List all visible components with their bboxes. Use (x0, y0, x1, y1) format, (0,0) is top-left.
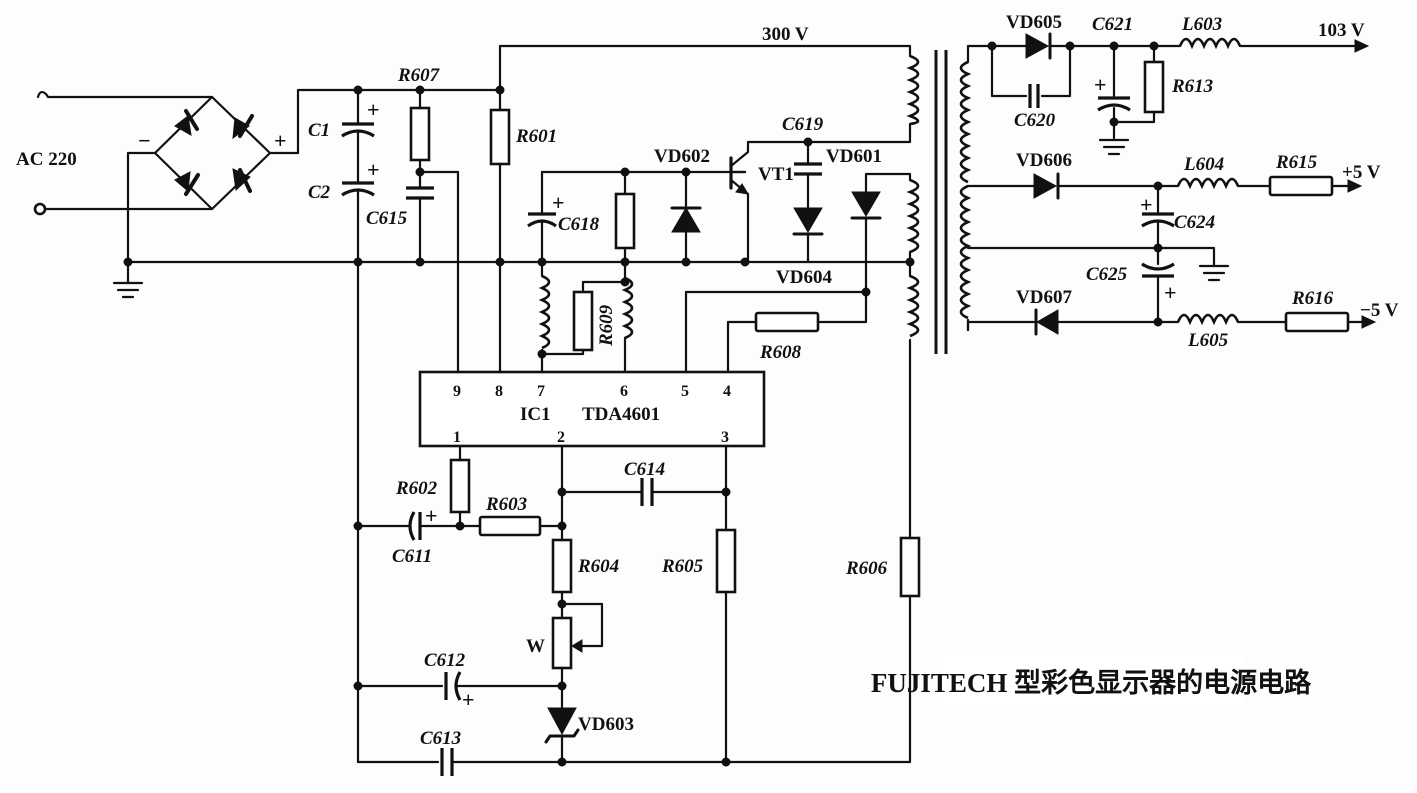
r605-label: R605 (661, 556, 704, 577)
ground-symbol-left (112, 260, 144, 299)
diagram-title: FUJITECH 型彩色显示器的电源电路 (871, 656, 1311, 704)
pin-8: 8 (495, 383, 503, 400)
r607-label: R607 (397, 65, 441, 86)
ic-part-label: TDA4601 (582, 404, 660, 425)
vd607-label: VD607 (1016, 287, 1072, 308)
l603-label: L603 (1181, 14, 1222, 35)
capacitor-c611: + C611 (353, 503, 462, 567)
out-103v-label: 103 V (1318, 20, 1365, 41)
capacitor-c614: C614 (560, 459, 731, 506)
c611-label: C611 (392, 546, 432, 567)
capacitor-c615: C615 (366, 170, 434, 264)
r602-label: R602 (395, 478, 438, 499)
c615-label: C615 (366, 208, 408, 229)
out-minus5v-label: −5 V (1360, 300, 1399, 321)
c1-label: C1 (308, 120, 330, 141)
r603-label: R603 (485, 494, 527, 515)
rail-300v-label: 300 V (762, 24, 809, 45)
c618-label: C618 (558, 214, 600, 235)
r609-label: R609 (596, 304, 617, 347)
resistor-r602: R602 (395, 444, 471, 531)
c624-plus: + (1140, 192, 1153, 217)
pin-1: 1 (453, 429, 461, 446)
capacitor-c612: + C612 (353, 650, 564, 712)
r616-label: R616 (1291, 288, 1334, 309)
out-plus5v-label: +5 V (1342, 162, 1381, 183)
c621-label: C621 (1092, 14, 1133, 35)
resistor-r608: R608 (726, 311, 820, 382)
diode-vd604: VD604 (776, 207, 832, 288)
r613-label: R613 (1171, 76, 1213, 97)
diode-vd602: VD602 (654, 146, 710, 264)
vd605-label: VD605 (1006, 12, 1062, 33)
vt1-label: VT1 (758, 164, 794, 185)
coil-and-r609: R609 (537, 260, 634, 382)
resistor-r601: R601 (489, 44, 912, 382)
vd603-label: VD603 (578, 714, 634, 735)
r608-label: R608 (759, 342, 802, 363)
bridge-minus-sign: − (138, 128, 151, 153)
pin-9: 9 (453, 383, 461, 400)
ic1-tda4601: 9 8 7 6 5 4 1 2 3 IC1 TDA4601 (418, 370, 766, 448)
ac-input: AC 220 (16, 90, 214, 216)
ic-ref-label: IC1 (520, 404, 551, 425)
bridge-rectifier: − + (126, 88, 502, 264)
c612-plus: + (462, 687, 475, 712)
bridge-plus-sign: + (274, 128, 287, 153)
c611-plus: + (425, 503, 438, 528)
vd606-label: VD606 (1016, 150, 1072, 171)
r604-label: R604 (577, 556, 619, 577)
vd602-label: VD602 (654, 146, 710, 167)
resistor-r606: R606 (845, 338, 921, 598)
c625-plus: + (1164, 280, 1177, 305)
resistor-r603: R603 (458, 494, 567, 537)
c614-label: C614 (624, 459, 665, 480)
c612-label: C612 (424, 650, 466, 671)
r601-label: R601 (515, 126, 557, 147)
output-minus5v: VD607 L605 R616 −5 V (966, 287, 1399, 351)
secondary-center-tap: + C625 (966, 243, 1230, 324)
transistor-vt1: VT1 (729, 140, 810, 264)
c625-label: C625 (1086, 264, 1128, 285)
capacitor-c1-c2: + + C1 C2 (308, 88, 380, 764)
resistor-unlabeled (614, 170, 636, 264)
pin-2: 2 (557, 429, 565, 446)
pin-6: 6 (620, 383, 628, 400)
r606-label: R606 (845, 558, 888, 579)
vd601-label: VD601 (826, 146, 882, 167)
resistor-r607: R607 (397, 65, 460, 382)
diode-vd603: VD603 (544, 684, 634, 767)
capacitor-c618: + C618 (527, 167, 747, 264)
resistor-r604: R604 (551, 538, 619, 620)
diode-vd601: VD601 (684, 146, 912, 382)
c2-label: C2 (308, 182, 331, 203)
pot-w-label: W (526, 636, 545, 657)
pin-3: 3 (721, 429, 729, 446)
potentiometer-w: W (526, 602, 604, 691)
c621-plus: + (1094, 72, 1107, 97)
c2-plus: + (367, 157, 380, 182)
c624-label: C624 (1174, 212, 1215, 233)
c620-label: C620 (1014, 110, 1056, 131)
c619-label: C619 (782, 114, 824, 135)
c1-plus: + (367, 97, 380, 122)
resistor-r605: R605 (661, 444, 737, 764)
ac-input-label: AC 220 (16, 149, 77, 170)
pin-5: 5 (681, 383, 689, 400)
r615-label: R615 (1275, 152, 1318, 173)
pin-4: 4 (723, 383, 731, 400)
c613-label: C613 (420, 728, 461, 749)
output-103v: VD605 C620 + C621 R613 L603 103 V (987, 12, 1370, 156)
l605-label: L605 (1187, 330, 1229, 351)
output-plus5v: VD606 + C624 L604 R615 +5 V (966, 150, 1381, 252)
pin-7: 7 (537, 383, 545, 400)
c618-plus: + (552, 190, 565, 215)
l604-label: L604 (1183, 154, 1224, 175)
capacitor-c619: C619 (782, 114, 912, 210)
vd604-label: VD604 (776, 267, 832, 288)
transformer (906, 44, 994, 354)
